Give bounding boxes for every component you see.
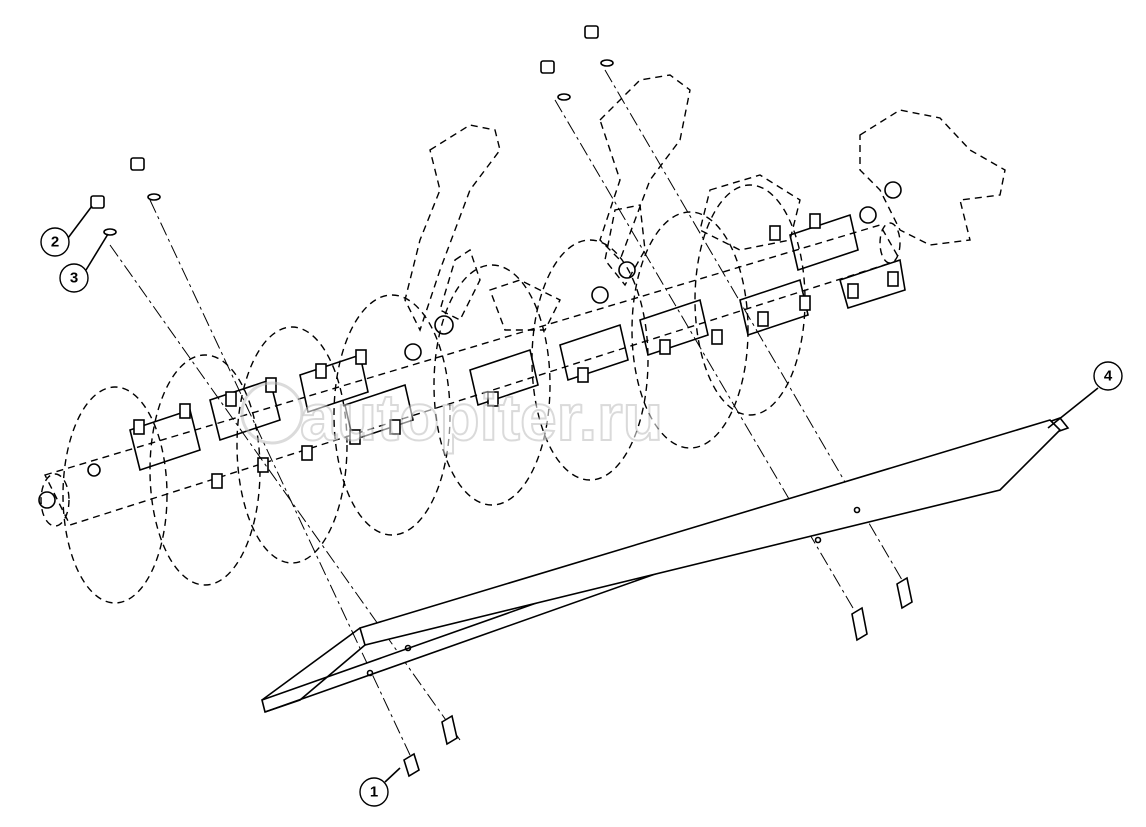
- bolts: [403, 576, 913, 778]
- callout-4-label: 4: [1104, 368, 1113, 385]
- scraper-plate: [261, 417, 1070, 714]
- callout-1-label: 1: [370, 784, 378, 801]
- watermark-text: autopiter.ru: [300, 380, 663, 454]
- watermark-logo-icon: [240, 381, 304, 445]
- washer: [103, 59, 614, 236]
- support-arms-phantom: [404, 74, 1006, 332]
- callout-3-label: 3: [70, 270, 78, 287]
- callout-2: 2: [40, 205, 93, 257]
- nuts-and-washers: [90, 25, 614, 236]
- callout-1: 1: [359, 767, 401, 807]
- mounting-brackets: [38, 181, 906, 509]
- callout-3: 3: [59, 233, 109, 293]
- callout-4: 4: [1047, 361, 1123, 429]
- callout-2-label: 2: [51, 234, 59, 251]
- nut: [90, 25, 599, 209]
